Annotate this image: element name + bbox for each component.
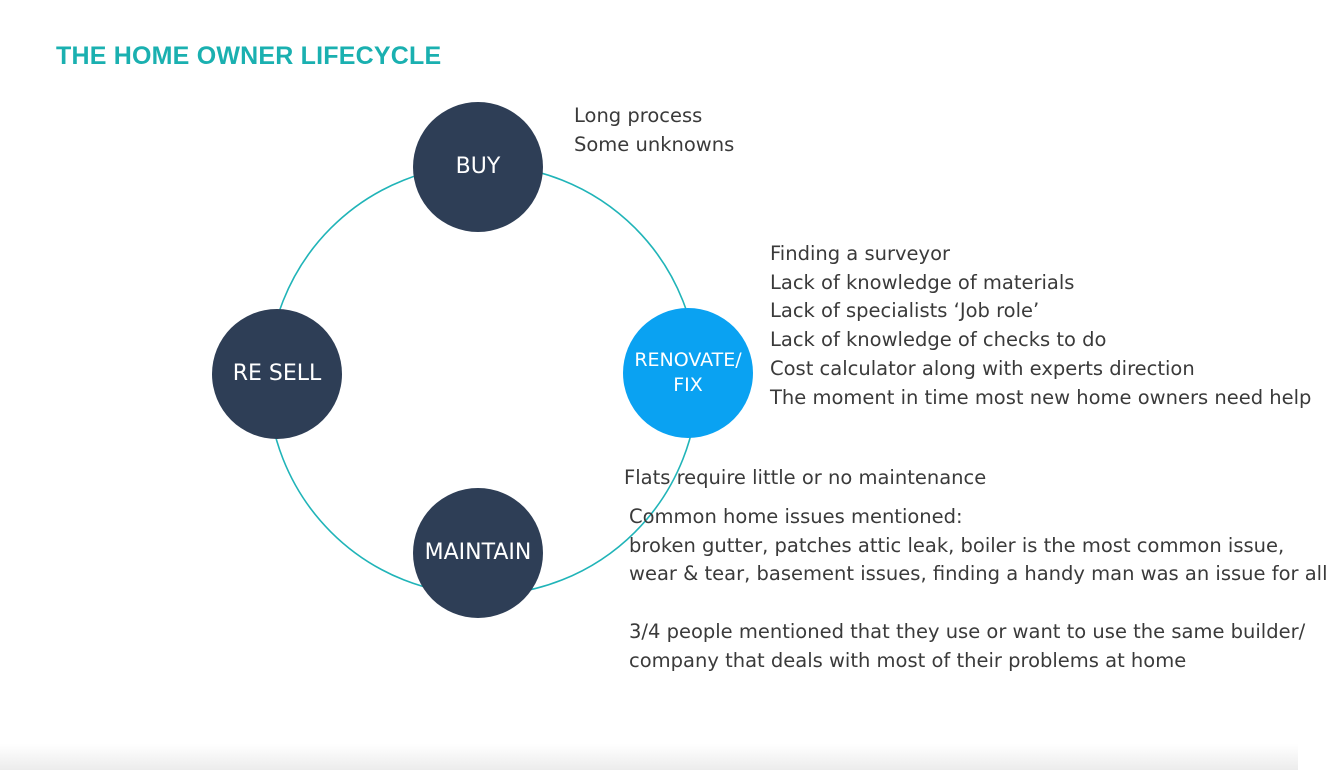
note-line: Common home issues mentioned:: [629, 505, 963, 528]
note-line: The moment in time most new home owners …: [770, 385, 1312, 409]
note-line: Finding a surveyor: [770, 242, 951, 265]
note-line: broken gutter, patches attic leak, boile…: [629, 533, 1285, 557]
stage-resell-label: RE SELL: [232, 361, 322, 386]
note-line: Lack of knowledge of materials: [770, 270, 1075, 294]
page-bottom-shadow: [0, 744, 1298, 770]
maintain-notes: Common home issues mentioned: broken gut…: [629, 503, 1328, 675]
flats-note: Flats require little or no maintenance: [624, 466, 987, 489]
note-line: company that deals with most of their pr…: [629, 648, 1187, 672]
buy-notes: Long process Some unknowns: [574, 102, 734, 159]
stage-buy[interactable]: BUY: [413, 102, 543, 232]
stage-maintain-label: MAINTAIN: [424, 540, 532, 565]
stage-renovate-fix[interactable]: RENOVATE/ FIX: [623, 308, 753, 438]
note-spacer: [629, 589, 1328, 618]
note-line: wear & tear, basement issues, finding a …: [629, 562, 1328, 586]
stage-maintain[interactable]: MAINTAIN: [413, 488, 543, 618]
stage-buy-label: BUY: [455, 154, 501, 179]
page-title: THE HOME OWNER LIFECYCLE: [56, 42, 442, 70]
stage-renovate-label: RENOVATE/ FIX: [634, 349, 742, 396]
stage-resell[interactable]: RE SELL: [212, 309, 342, 439]
renovate-notes: Finding a surveyor Lack of knowledge of …: [770, 240, 1311, 412]
note-line: 3/4 people mentioned that they use or wa…: [629, 619, 1306, 643]
note-line: Lack of specialists ‘Job role’: [770, 299, 1040, 323]
note-line: Some unknowns: [574, 132, 735, 156]
note-line: Long process: [574, 104, 703, 127]
note-line: Lack of knowledge of checks to do: [770, 328, 1107, 352]
note-line: Cost calculator along with experts direc…: [770, 356, 1195, 380]
